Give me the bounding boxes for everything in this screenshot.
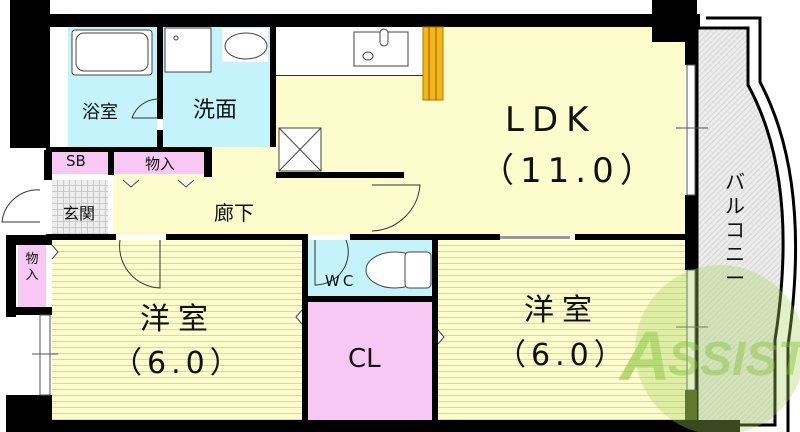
- wc-label: WC: [325, 272, 357, 290]
- western-room-2: [438, 240, 688, 420]
- hallway-upper: [207, 147, 277, 177]
- hallway-label: 廊下: [214, 201, 254, 225]
- storage-top: [114, 150, 204, 174]
- entrance: [52, 180, 108, 235]
- svg-text:A: A: [618, 317, 671, 395]
- washroom-label: 洗面: [193, 98, 238, 123]
- bath-label: 浴室: [82, 102, 118, 123]
- storage-left-label: 物入: [25, 252, 39, 283]
- shoebox-label: SB: [66, 152, 86, 170]
- hallway: [113, 173, 305, 235]
- western-room-2-size: （6.0）: [496, 338, 629, 373]
- ldk-size: （11.0）: [480, 151, 660, 191]
- shoebox: [52, 150, 108, 174]
- storage-left: [18, 242, 46, 307]
- closet-label: CL: [348, 344, 381, 374]
- balcony-label: バルコニー: [725, 170, 745, 290]
- ldk-label: LDK: [505, 100, 597, 140]
- entrance-label: 玄関: [63, 204, 96, 223]
- assist-watermark: A SSIST: [618, 265, 800, 432]
- western-room-1: [52, 240, 302, 420]
- closet: [308, 302, 432, 420]
- western-room-1-size: （6.0）: [112, 346, 245, 381]
- balcony-area: [695, 26, 785, 427]
- storage-top-label: 物入: [145, 155, 176, 173]
- svg-text:SSIST: SSIST: [668, 333, 800, 386]
- western-room-2-label: 洋室: [524, 293, 600, 328]
- western-room-1-label: 洋室: [140, 302, 216, 337]
